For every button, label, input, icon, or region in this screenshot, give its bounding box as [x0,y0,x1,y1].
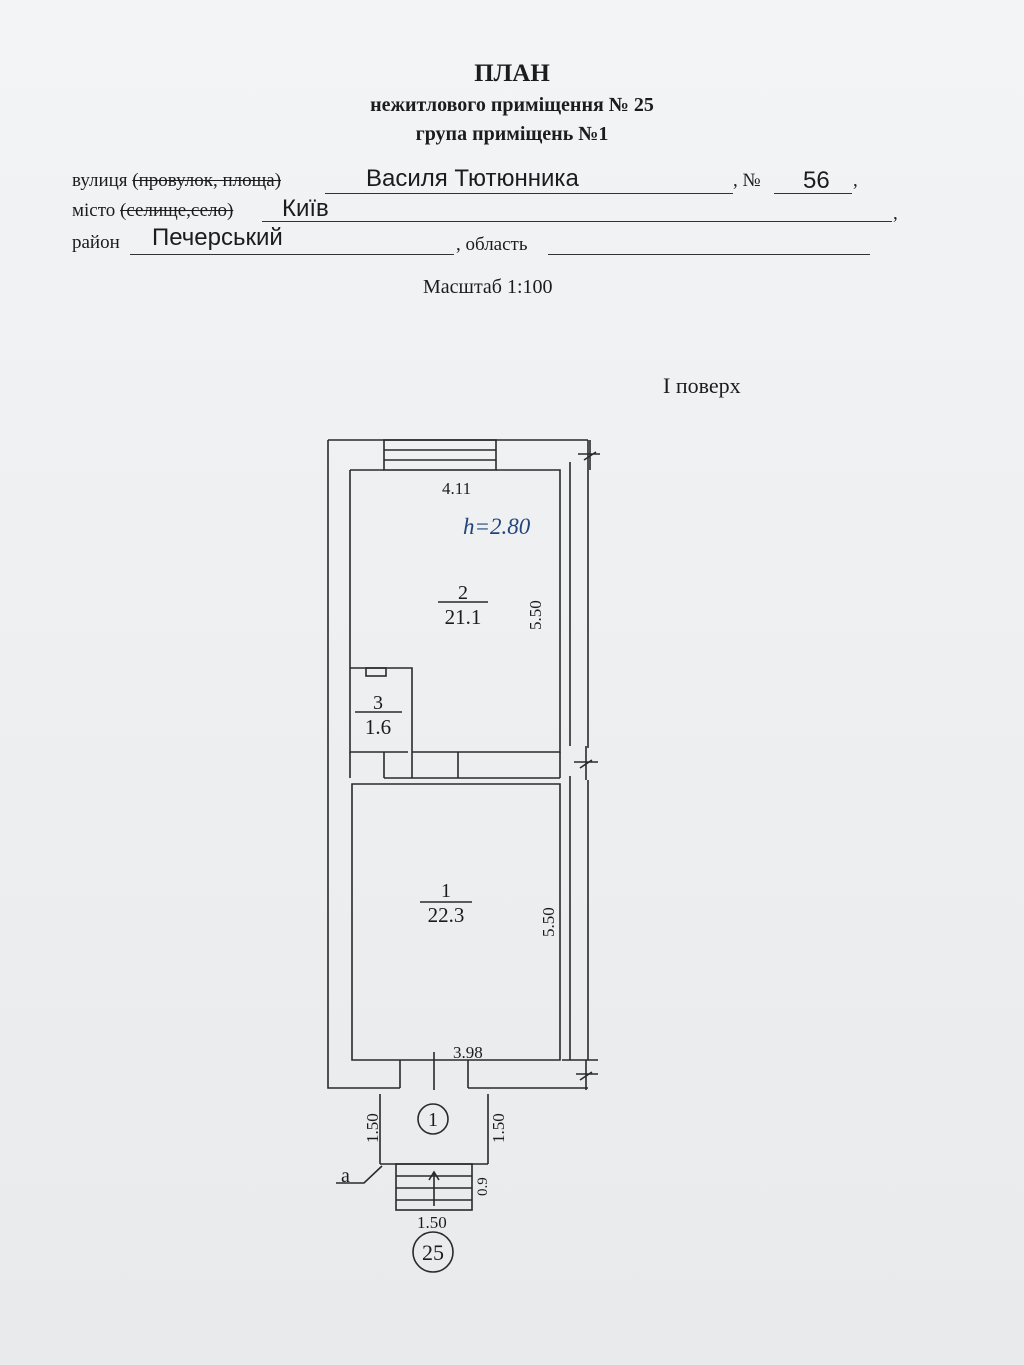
city-label-struck: (селище,село) [120,200,234,221]
comma-separator: , [893,203,898,224]
entrance [399,1052,469,1090]
street-label-struck: (провулок, площа) [132,170,282,191]
ceiling-height: h=2.80 [463,514,531,539]
room-2-area: 21.1 [445,605,482,629]
unit-number: 25 [422,1240,444,1265]
dimension-bottom: 3.98 [453,1043,483,1062]
scale-label: Масштаб 1:100 [423,276,553,298]
number-underline [774,193,852,194]
district-underline [130,254,454,255]
room-1-length: 5.50 [539,907,558,937]
document-title: ПЛАН [474,60,550,87]
window [383,439,497,471]
dimension-top: 4.11 [442,479,471,498]
stairs [395,1163,473,1211]
unit-number-circle [412,1231,454,1273]
street-label-text: вулиця [72,170,128,191]
room-2-length: 5.50 [526,600,545,630]
room-1-outline [351,783,561,1061]
walls [327,439,600,1273]
outer-wall-right-lower [569,776,589,1060]
entrance-number: 1 [428,1109,438,1131]
street-underline [325,193,733,194]
room-3-area: 1.6 [365,715,391,739]
break-mark [562,1059,598,1090]
city-value: Київ [282,195,329,222]
pointer-a-line [336,1165,383,1184]
room-3-number: 3 [373,692,383,714]
number-value: 56 [803,167,830,194]
district-label: район [72,232,120,253]
partition [349,752,561,779]
room-2-number: 2 [458,582,468,604]
room-1-number: 1 [441,880,451,902]
porch-right-length: 1.50 [489,1113,508,1143]
stairs-width: 1.50 [417,1213,447,1232]
porch-left-length: 1.50 [363,1113,382,1143]
room-2-outline [349,469,561,753]
street-label: вулиця (провулок, площа) [72,170,281,192]
number-label: , № [733,170,761,191]
break-mark [574,746,598,780]
room-3-door [365,667,387,677]
street-value: Василя Тютюнника [366,165,579,192]
district-value: Печерський [152,224,283,251]
room-1-area: 22.3 [428,903,465,927]
stairs-height: 0.9 [475,1177,491,1196]
city-underline [262,221,892,222]
document-subtitle: нежитлового приміщення № 25 [370,94,654,116]
city-label-text: місто [72,200,116,221]
document-group: група приміщень №1 [415,123,609,145]
entrance-number-circle [417,1103,449,1135]
comma-separator: , [853,170,858,191]
outer-wall-left-bottom [327,440,588,1089]
city-label: місто (селище,село) [72,200,233,222]
pointer-a-label: a [341,1165,350,1187]
floor-label: І поверх [663,373,741,398]
stair-arrow [428,1170,440,1206]
region-underline [548,254,870,255]
break-mark [578,440,600,470]
region-label: , область [456,234,528,255]
